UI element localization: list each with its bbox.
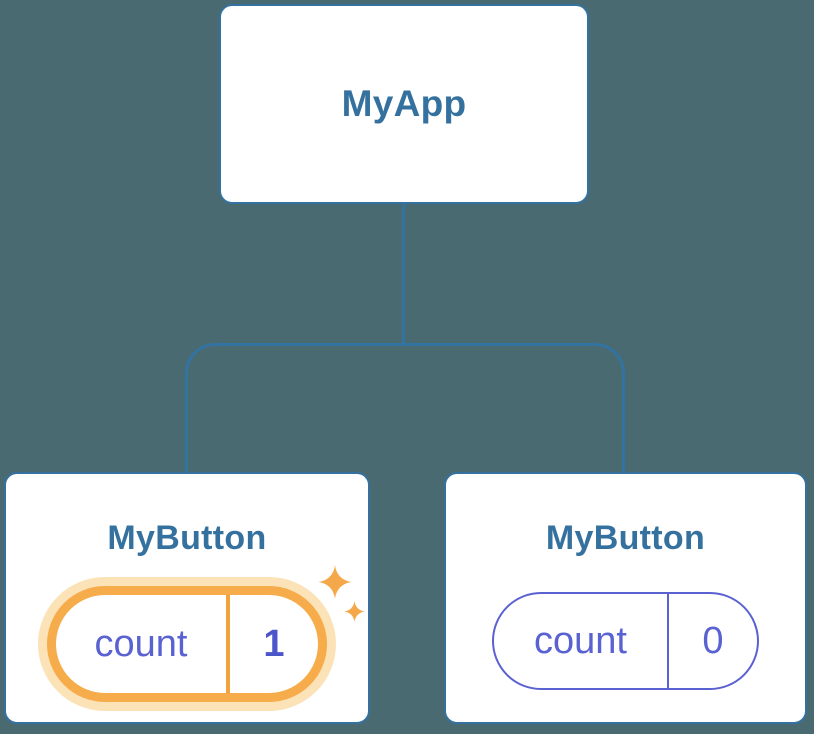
connector-stem-line <box>402 203 405 345</box>
state-badge-highlighted: count 1 <box>47 586 327 702</box>
state-value-label: 0 <box>667 594 757 688</box>
state-row: count 0 <box>446 592 805 690</box>
state-key-label: count <box>94 622 188 665</box>
connector-branch-line <box>185 343 625 473</box>
state-row: count 1 <box>6 586 368 702</box>
sparkle-icon-large <box>318 565 352 599</box>
component-name-mybutton-2: MyButton <box>545 519 706 557</box>
component-node-myapp: MyApp <box>219 4 589 204</box>
state-value-label: 1 <box>226 595 318 693</box>
sparkle-icon-small <box>344 601 365 622</box>
component-node-mybutton-1: MyButton count 1 <box>4 472 370 724</box>
component-node-mybutton-2: MyButton count 0 <box>444 472 807 724</box>
state-badge-plain: count 0 <box>492 592 759 690</box>
component-name-myapp: MyApp <box>341 83 467 124</box>
state-key-label: count <box>534 619 627 662</box>
component-name-mybutton-1: MyButton <box>107 519 267 557</box>
